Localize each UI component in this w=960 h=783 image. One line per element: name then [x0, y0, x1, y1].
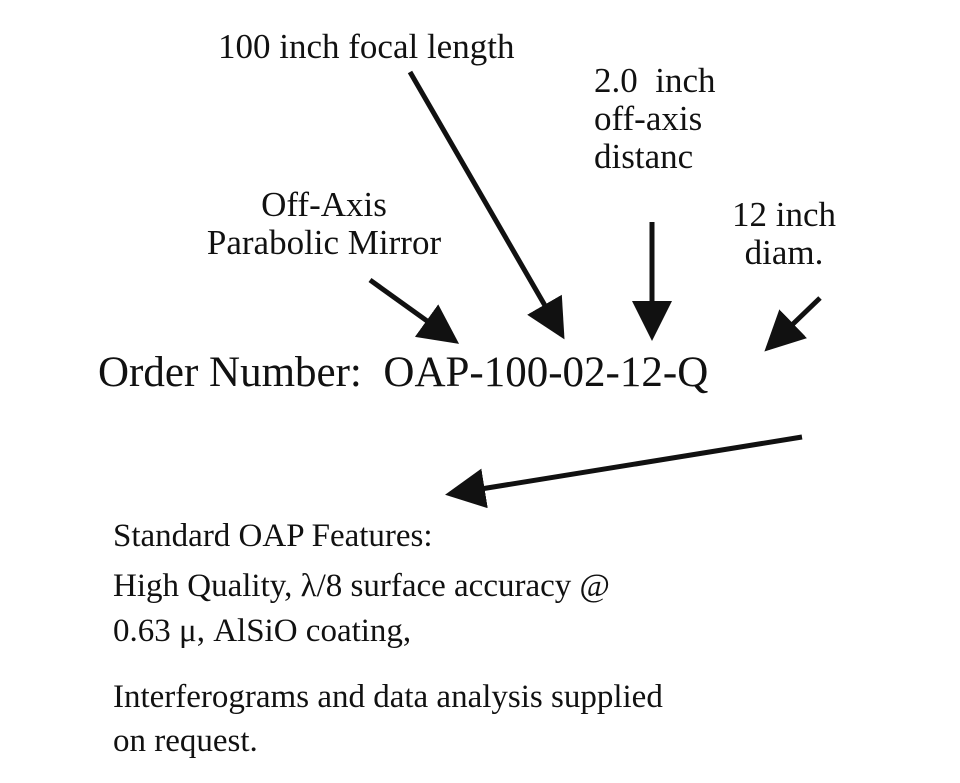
offaxis-line-2: off-axis [594, 99, 703, 138]
features-line-4: on request. [113, 723, 258, 759]
focal-length-arrow [407, 70, 565, 340]
focal-length-label: 100 inch focal length [218, 27, 515, 66]
offaxis-distance-label: 2.0 inch off-axis distanc [594, 62, 716, 176]
diameter-line-2: diam. [744, 233, 824, 272]
quality-code-arrow [445, 434, 803, 509]
order-code: OAP-100-02-12-Q [383, 349, 709, 396]
features-line-2: 0.63 μ, AlSiO coating, [113, 613, 412, 649]
order-number-label: Order Number: [98, 349, 362, 396]
features-line-3: Interferograms and data analysis supplie… [113, 679, 663, 715]
diameter-label: 12 inch diam. [732, 196, 836, 272]
mirror-label: Off-Axis Parabolic Mirror [184, 186, 464, 262]
mirror-line-1: Off-Axis [261, 185, 387, 224]
features-heading: Standard OAP Features: [113, 518, 433, 554]
mirror-line-2: Parabolic Mirror [206, 223, 442, 262]
offaxis-line-1: 2.0 inch [594, 61, 716, 100]
mirror-arrow [368, 277, 460, 344]
offaxis-line-3: distanc [594, 137, 694, 176]
order-number: Order Number: OAP-100-02-12-Q [98, 350, 708, 396]
diameter-line-1: 12 inch [732, 195, 837, 234]
diameter-arrow [764, 296, 822, 352]
features-line-1: High Quality, λ/8 surface accuracy @ [113, 568, 610, 604]
